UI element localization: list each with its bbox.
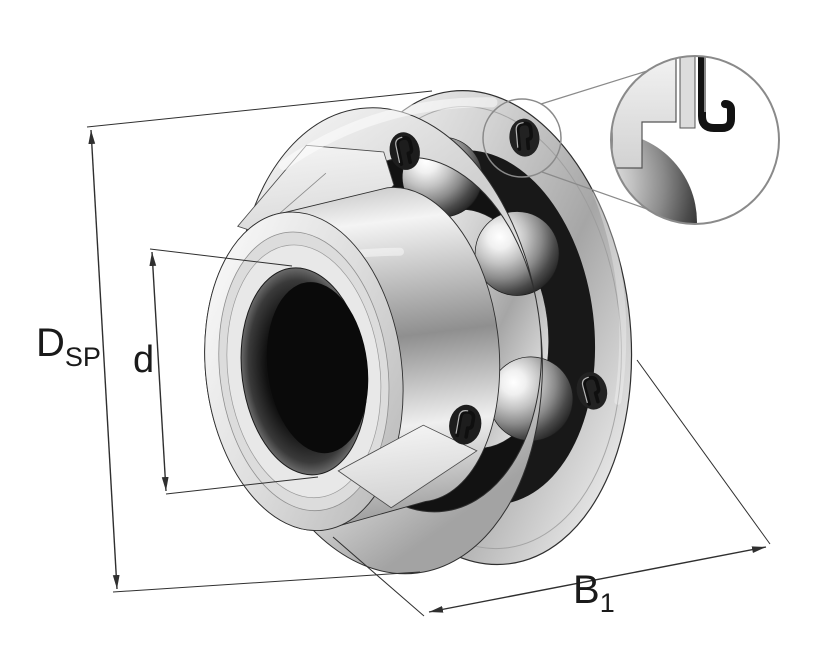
seal-clip-2 xyxy=(509,118,540,157)
dim-d-ext-top xyxy=(149,248,293,267)
dim-dsp-label-base: D xyxy=(36,321,65,365)
seal-clip-1 xyxy=(389,132,420,170)
dim-dsp-label-sub: SP xyxy=(65,342,101,372)
dim-d-line xyxy=(149,251,169,492)
detail-seal-profile xyxy=(698,56,735,132)
detail-marker-circle xyxy=(482,98,562,178)
dimension-bore-diameter xyxy=(149,248,319,495)
dim-dsp-ext-top xyxy=(86,90,433,128)
dim-b1-ext-right xyxy=(636,359,771,545)
detail-connector-line-1 xyxy=(540,70,648,105)
dim-d-label-base: d xyxy=(133,339,154,381)
section-face-bottom xyxy=(337,424,478,509)
dim-b1-label: B1 xyxy=(573,568,615,618)
detail-view xyxy=(610,55,780,225)
dimensions xyxy=(86,90,771,617)
dim-dsp-ext-bottom xyxy=(112,571,421,593)
dim-b1-label-base: B xyxy=(573,568,600,612)
seal-clips xyxy=(389,118,608,445)
dim-b1-ext-left xyxy=(332,536,425,617)
dim-d-label: d xyxy=(133,339,154,381)
bearing-body xyxy=(204,90,633,575)
detail-connector-line-2 xyxy=(541,171,648,210)
face-highlight xyxy=(592,188,627,405)
dimension-width xyxy=(332,359,771,617)
detail-ball xyxy=(611,132,697,224)
seal-clip-3 xyxy=(449,404,482,445)
dim-b1-label-sub: 1 xyxy=(600,588,615,618)
bore-depth xyxy=(266,282,369,454)
dimension-outer-diameter xyxy=(86,90,433,593)
detail-retainer-section xyxy=(679,56,696,129)
detail-view-circle xyxy=(610,55,780,225)
seal-clip-4 xyxy=(576,372,608,410)
dim-d-ext-bottom xyxy=(165,476,319,495)
dim-b1-line xyxy=(428,546,767,613)
dim-dsp-line xyxy=(88,129,120,590)
dim-dsp-label: DSP xyxy=(36,321,101,372)
crown-highlight xyxy=(278,97,498,171)
